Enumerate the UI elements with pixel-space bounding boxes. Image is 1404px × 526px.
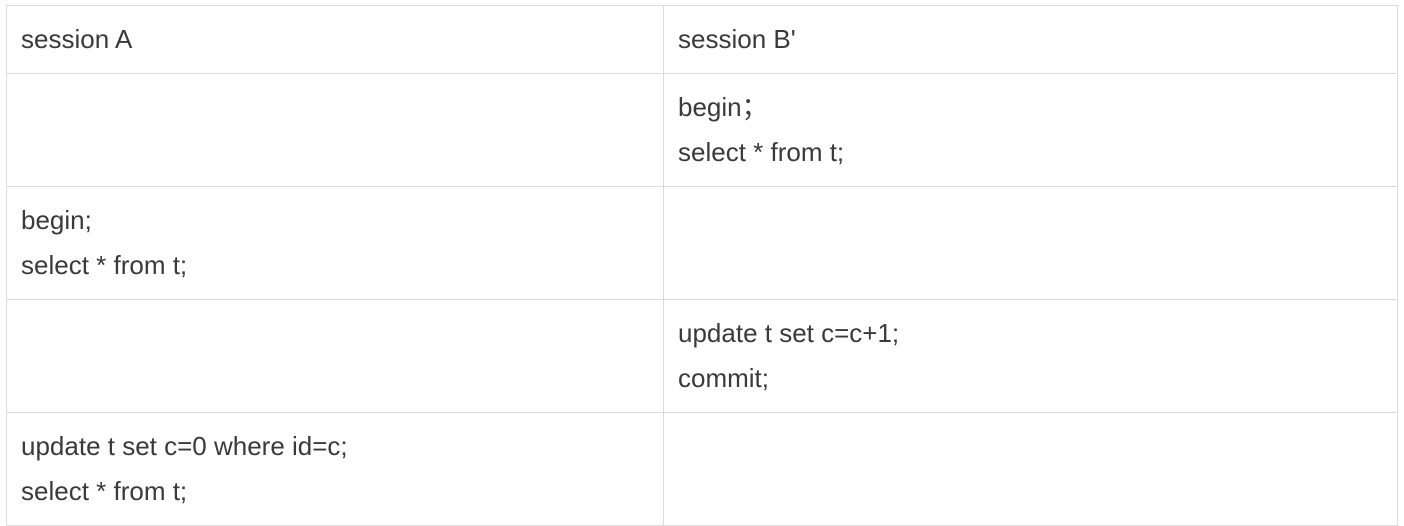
sql-line: update t set c=0 where id=c; — [21, 431, 348, 461]
table-row: begin； select * from t; — [6, 73, 1398, 187]
cell-session-a — [6, 73, 664, 187]
document-body: session A session B' begin； select * fro… — [6, 5, 1398, 526]
cell-session-a — [6, 299, 664, 413]
table-row: update t set c=c+1; commit; — [6, 299, 1398, 413]
cell-session-b: update t set c=c+1; commit; — [663, 299, 1398, 413]
table-row: begin; select * from t; — [6, 186, 1398, 300]
cell-session-b: begin； select * from t; — [663, 73, 1398, 187]
table-row: update t set c=0 where id=c; select * fr… — [6, 412, 1398, 526]
sql-line: update t set c=c+1; — [678, 318, 900, 348]
sql-line: select * from t; — [21, 250, 188, 280]
header-session-b: session B' — [663, 5, 1398, 74]
sql-line: begin； — [678, 92, 768, 122]
cell-session-a: begin; select * from t; — [6, 186, 664, 300]
session-timeline-table: session A session B' begin； select * fro… — [6, 5, 1398, 526]
table-header-row: session A session B' — [6, 5, 1398, 74]
cell-session-a: update t set c=0 where id=c; select * fr… — [6, 412, 664, 526]
sql-line: select * from t; — [678, 137, 845, 167]
cell-session-b — [663, 186, 1398, 300]
sql-line: commit; — [678, 363, 769, 393]
sql-line: begin; — [21, 205, 92, 235]
cell-session-b — [663, 412, 1398, 526]
sql-line: select * from t; — [21, 476, 188, 506]
header-session-a: session A — [6, 5, 664, 74]
